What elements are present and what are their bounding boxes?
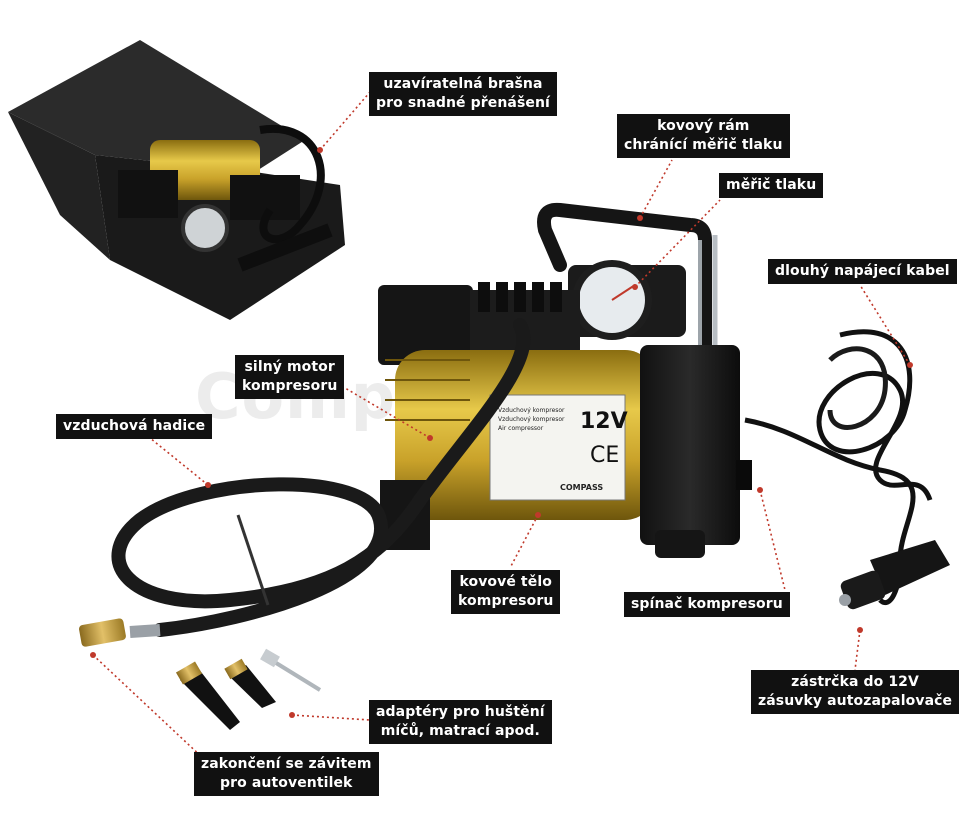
leader-lines: [92, 91, 911, 761]
callout-plug-line-2: zásuvky autozapalovače: [758, 693, 953, 709]
callout-cable: dlouhý napájecí kabel: [768, 259, 957, 284]
power-switch: [736, 460, 752, 490]
callout-thread-line-2: pro autoventilek: [220, 775, 353, 791]
callout-adapters-line-2: míčů, matrací apod.: [380, 723, 540, 739]
callout-gauge-line-1: měřič tlaku: [726, 177, 817, 193]
callout-motor: silný motor kompresoru: [235, 355, 345, 399]
pressure-gauge: [568, 260, 686, 340]
callout-switch: spínač kompresoru: [624, 592, 790, 617]
callout-bag: uzavíratelná brašna pro snadné přenášení: [369, 72, 557, 116]
callout-motor-line-2: kompresoru: [242, 378, 338, 394]
cigarette-plug: [839, 540, 950, 610]
callout-hose: vzduchová hadice: [56, 414, 213, 439]
callout-gauge: měřič tlaku: [719, 173, 824, 198]
carry-bag: [8, 40, 345, 320]
callout-frame-line-2: chránící měřič tlaku: [624, 137, 783, 153]
callout-hose-line-1: vzduchová hadice: [63, 418, 206, 434]
callout-adapters-line-1: adaptéry pro huštění: [376, 704, 545, 720]
callout-thread-line-1: zakončení se závitem: [201, 756, 372, 772]
air-hose: [79, 318, 531, 647]
callout-body-line-1: kovové tělo: [459, 574, 552, 590]
label-line-3: Air compressor: [498, 425, 544, 432]
compressor-body: 12V Vzduchový kompresor Vzduchový kompre…: [380, 345, 752, 558]
label-line-2: Vzduchový kompresor: [498, 416, 565, 423]
callout-adapters: adaptéry pro huštění míčů, matrací apod.: [369, 700, 552, 744]
label-brand: COMPASS: [560, 483, 603, 492]
label-heading: 12V: [580, 409, 628, 434]
label-line-1: Vzduchový kompresor: [498, 407, 565, 414]
callout-bag-line-2: pro snadné přenášení: [376, 95, 550, 111]
callout-frame: kovový rám chránící měřič tlaku: [617, 114, 790, 158]
callout-bag-line-1: uzavíratelná brašna: [383, 76, 543, 92]
callout-motor-line-1: silný motor: [244, 359, 335, 375]
callout-body: kovové tělo kompresoru: [451, 570, 561, 614]
callout-body-line-2: kompresoru: [458, 593, 554, 609]
leader-dots: [90, 147, 913, 718]
callout-plug-line-1: zástrčka do 12V: [791, 674, 919, 690]
callout-plug: zástrčka do 12V zásuvky autozapalovače: [751, 670, 960, 714]
callout-switch-line-1: spínač kompresoru: [631, 596, 783, 612]
adapters: [175, 648, 322, 730]
callout-thread: zakončení se závitem pro autoventilek: [194, 752, 379, 796]
callout-frame-line-1: kovový rám: [657, 118, 750, 134]
ce-mark: CE: [590, 443, 619, 468]
callout-cable-line-1: dlouhý napájecí kabel: [775, 263, 950, 279]
